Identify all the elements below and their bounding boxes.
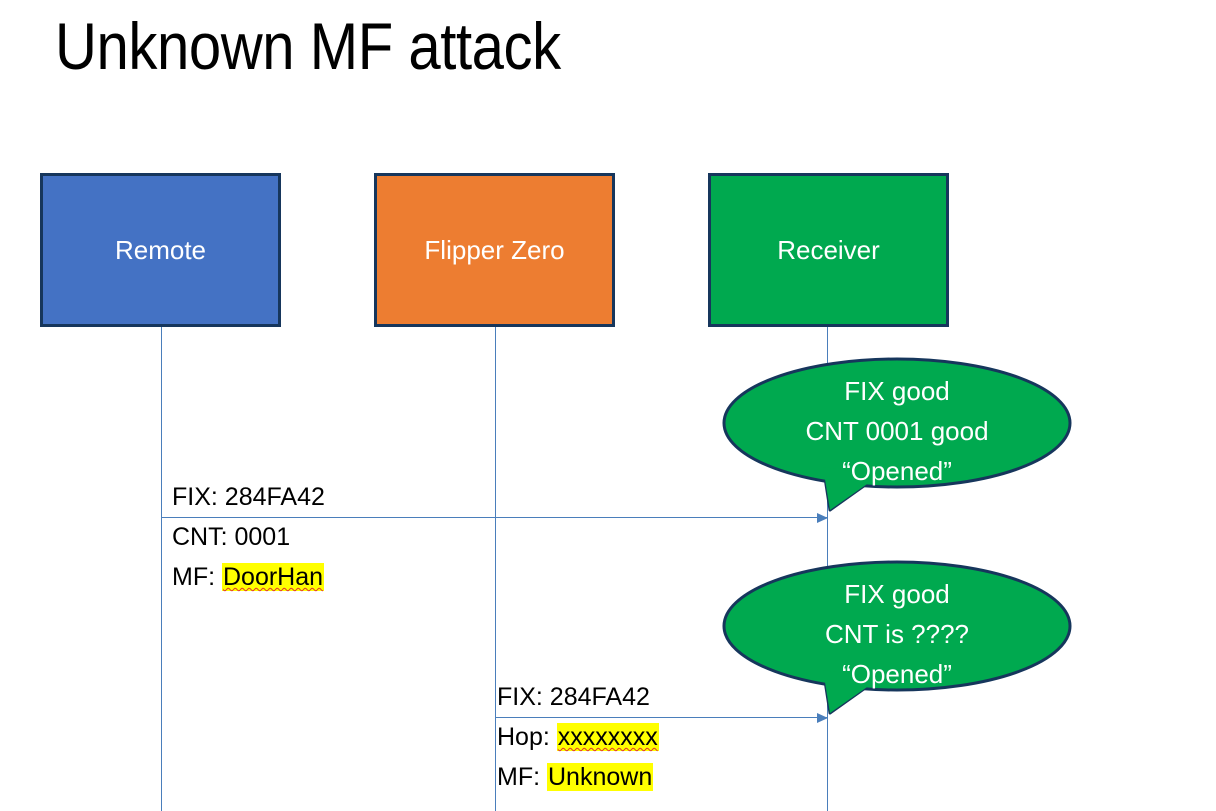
page-title: Unknown MF attack xyxy=(55,9,561,83)
message-line-value: Unknown xyxy=(547,763,654,791)
message-arrow-remote-to-receiver xyxy=(161,512,828,523)
message-line-value: 0001 xyxy=(234,523,291,551)
lifeline-remote xyxy=(161,327,162,811)
actor-label-receiver: Receiver xyxy=(777,234,880,265)
message-line-value: DoorHan xyxy=(222,563,325,591)
message-line-prefix: FIX: xyxy=(172,483,225,511)
message-line-value: xxxxxxxx xyxy=(556,723,659,751)
actor-box-receiver[interactable]: Receiver xyxy=(708,173,949,327)
message-line-prefix: MF: xyxy=(172,563,222,591)
message-line-prefix: Hop: xyxy=(497,723,557,751)
message-line: MF: DoorHan xyxy=(172,557,325,597)
speech-bubble-shape-icon xyxy=(722,560,1072,715)
message-line-prefix: MF: xyxy=(497,763,547,791)
message-line-value: 284FA42 xyxy=(549,683,650,711)
message-arrow-flipper-to-receiver xyxy=(495,712,828,723)
actor-label-remote: Remote xyxy=(114,234,207,265)
actor-box-remote[interactable]: Remote xyxy=(40,173,281,327)
actor-box-flipper[interactable]: Flipper Zero xyxy=(374,173,615,327)
lifeline-flipper xyxy=(495,327,496,811)
actor-label-flipper: Flipper Zero xyxy=(424,234,565,265)
message-line: Hop: xxxxxxxx xyxy=(497,717,659,757)
message-line: FIX: 284FA42 xyxy=(497,677,659,717)
message-line-value: 284FA42 xyxy=(224,483,325,511)
message-line: FIX: 284FA42 xyxy=(172,477,325,517)
message-line-prefix: CNT: xyxy=(172,523,235,551)
speech-bubble-shape-icon xyxy=(722,357,1072,512)
message-line: MF: Unknown xyxy=(497,757,659,797)
message-line-prefix: FIX: xyxy=(497,683,550,711)
message-line: CNT: 0001 xyxy=(172,517,325,557)
